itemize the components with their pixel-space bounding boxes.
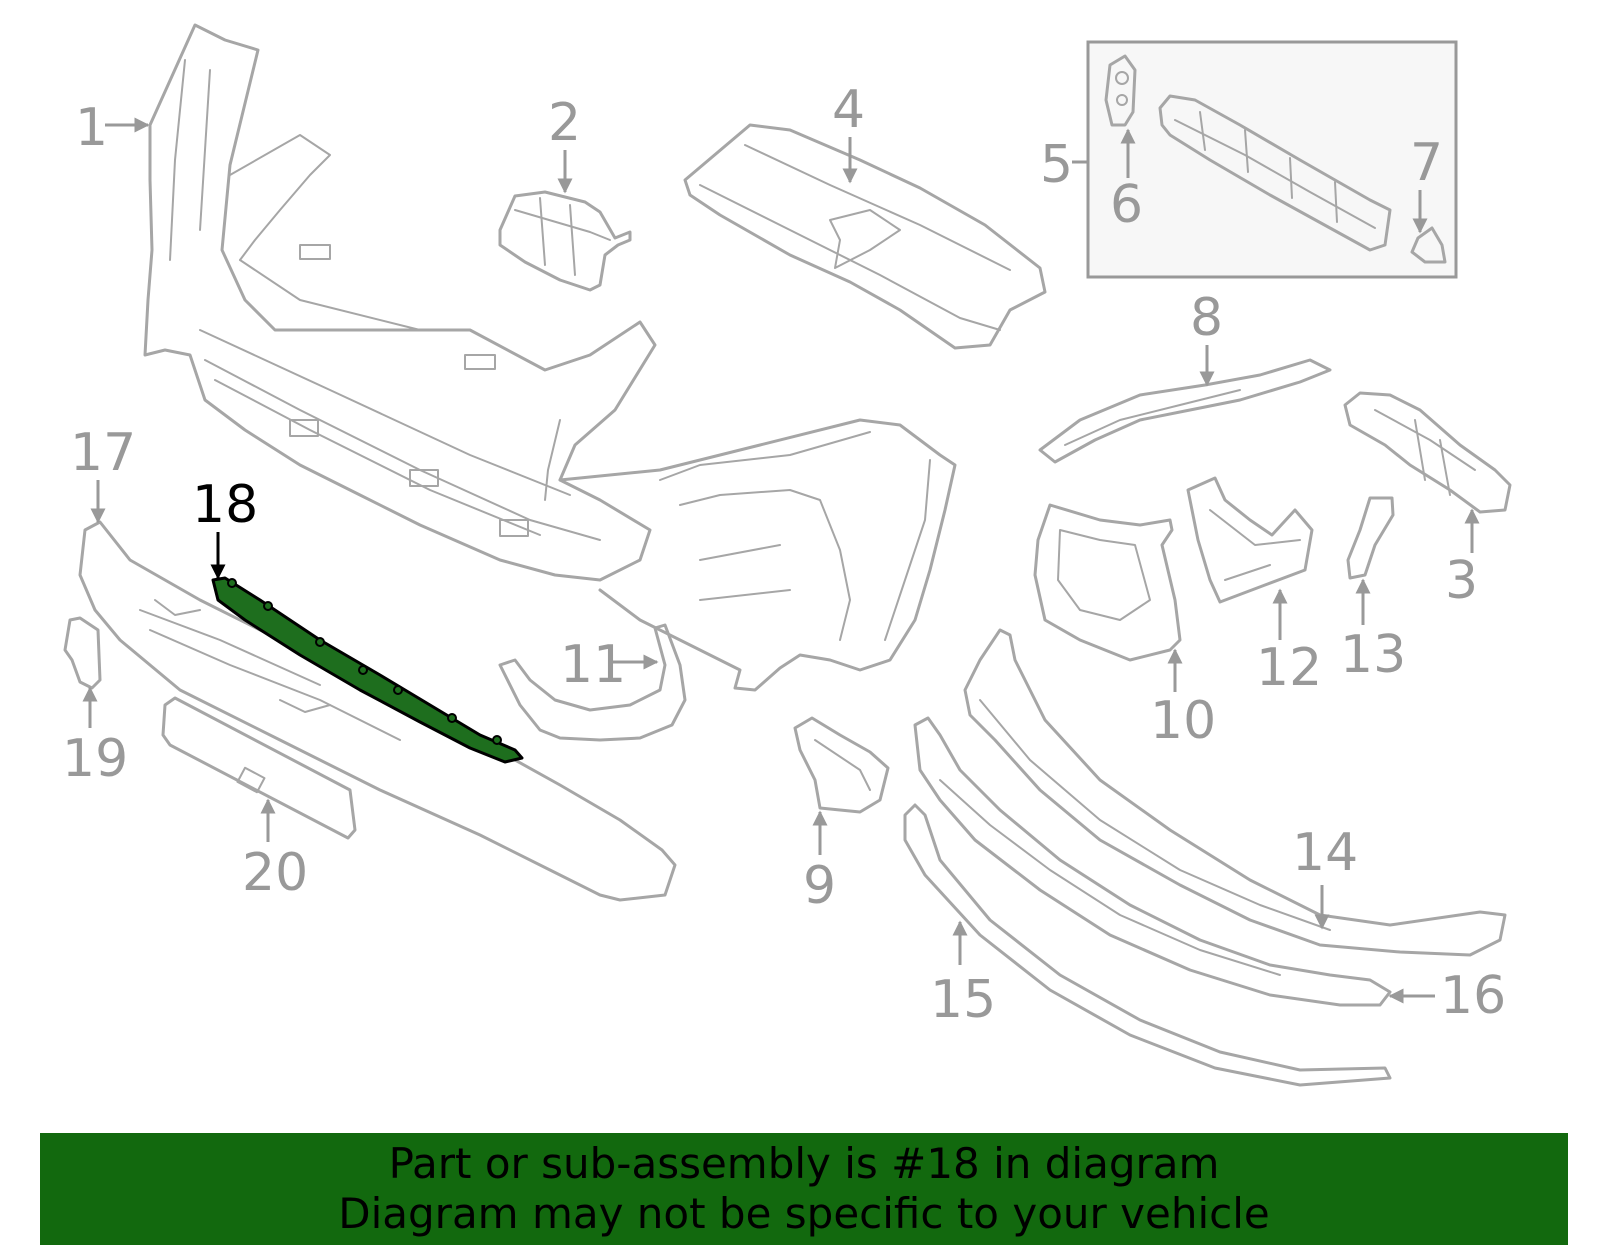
callout-17: 17 (70, 423, 136, 483)
banner-line-2: Diagram may not be specific to your vehi… (338, 1189, 1270, 1238)
callout-4: 4 (832, 80, 865, 140)
part-4-upper-shield (683, 123, 1047, 350)
part-14-lower-lip (963, 628, 1507, 957)
callout-19: 19 (62, 729, 128, 789)
part-10-lamp-housing (1033, 503, 1182, 662)
part-9-bracket (793, 716, 890, 814)
part-2-bracket (498, 190, 632, 292)
callout-8: 8 (1190, 288, 1223, 348)
leader-lines (82, 117, 1480, 1004)
part-3-side-bracket (1343, 391, 1512, 514)
callout-3: 3 (1445, 551, 1478, 611)
part-12-bracket (1186, 476, 1314, 604)
banner-line-1: Part or sub-assembly is #18 in diagram (388, 1139, 1220, 1188)
callout-16: 16 (1440, 966, 1506, 1026)
callout-10: 10 (1150, 691, 1216, 751)
part-16-lower-lip (913, 716, 1392, 1007)
bumper-cover (558, 418, 957, 692)
callout-6: 6 (1110, 175, 1143, 235)
callout-13: 13 (1340, 625, 1406, 685)
part-5-assembly-box (1072, 40, 1458, 279)
callout-12: 12 (1256, 638, 1322, 698)
part-19-clip (63, 616, 102, 690)
part-18-trim-strip (211, 576, 524, 764)
callout-18-highlighted: 18 (192, 475, 258, 535)
parts-diagram: 1 2 3 4 5 6 7 8 9 10 11 12 13 14 15 16 1… (62, 23, 1512, 1087)
callout-5: 5 (1040, 135, 1073, 195)
part-15-lower-strip (903, 803, 1392, 1087)
callout-20: 20 (242, 843, 308, 903)
part-20-plate-bracket (161, 696, 357, 840)
callout-7: 7 (1410, 133, 1443, 193)
callout-9: 9 (803, 856, 836, 916)
info-banner: Part or sub-assembly is #18 in diagram D… (40, 1133, 1568, 1245)
part-1-bumper-carrier (143, 23, 657, 582)
callout-1: 1 (75, 98, 108, 158)
part-13-strip (1346, 496, 1395, 580)
part-11-insert (498, 623, 687, 742)
callout-11: 11 (560, 635, 626, 695)
callout-2: 2 (548, 93, 581, 153)
callout-14: 14 (1292, 823, 1358, 883)
callout-15: 15 (930, 970, 996, 1030)
part-8-bracket (1038, 358, 1332, 464)
